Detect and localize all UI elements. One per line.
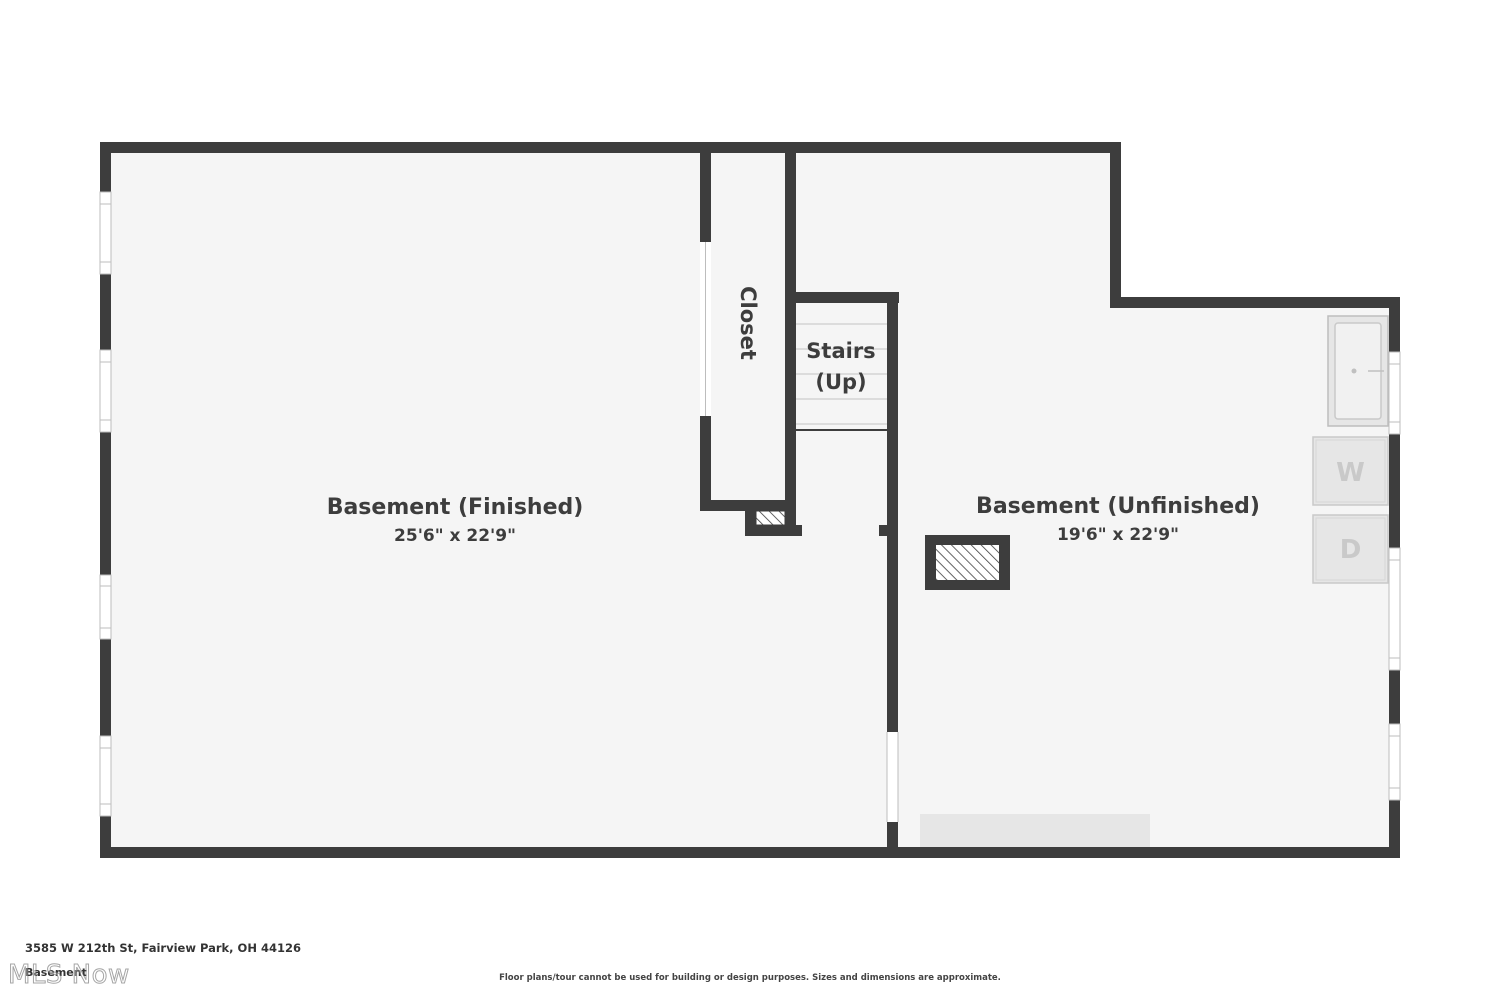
floor-name: Basement bbox=[25, 966, 87, 979]
window-left-1 bbox=[99, 191, 112, 275]
room-label-stairs: Stairs bbox=[806, 339, 875, 363]
window-right-2 bbox=[1388, 547, 1401, 671]
washer-label: W bbox=[1336, 458, 1365, 488]
property-address: 3585 W 212th St, Fairview Park, OH 44126 bbox=[25, 941, 301, 955]
disclaimer: Floor plans/tour cannot be used for buil… bbox=[499, 973, 1001, 983]
dryer-label: D bbox=[1340, 535, 1362, 565]
room-dims-finished: 25'6" x 22'9" bbox=[394, 526, 516, 546]
window-left-4 bbox=[99, 735, 112, 817]
room-label-stairs-direction: (Up) bbox=[815, 370, 866, 394]
interior-opening bbox=[886, 732, 899, 822]
dryer-icon: D bbox=[1312, 514, 1389, 584]
room-dims-unfinished: 19'6" x 22'9" bbox=[1057, 525, 1179, 545]
chimney bbox=[925, 535, 1010, 590]
room-label-closet: Closet bbox=[736, 286, 760, 360]
room-label-finished: Basement (Finished) bbox=[327, 495, 584, 520]
window-left-2 bbox=[99, 349, 112, 433]
window-left-3 bbox=[99, 574, 112, 640]
window-right-3 bbox=[1388, 723, 1401, 801]
counter bbox=[920, 814, 1150, 847]
closet-opening bbox=[700, 242, 711, 416]
utility-sink-icon bbox=[1327, 315, 1389, 427]
watermark-logo: MLS Now bbox=[8, 960, 130, 991]
room-label-unfinished: Basement (Unfinished) bbox=[976, 494, 1260, 519]
column-small bbox=[755, 510, 786, 526]
window-right-1 bbox=[1388, 351, 1401, 435]
washer-icon: W bbox=[1312, 436, 1389, 506]
stair-treads bbox=[796, 323, 887, 431]
